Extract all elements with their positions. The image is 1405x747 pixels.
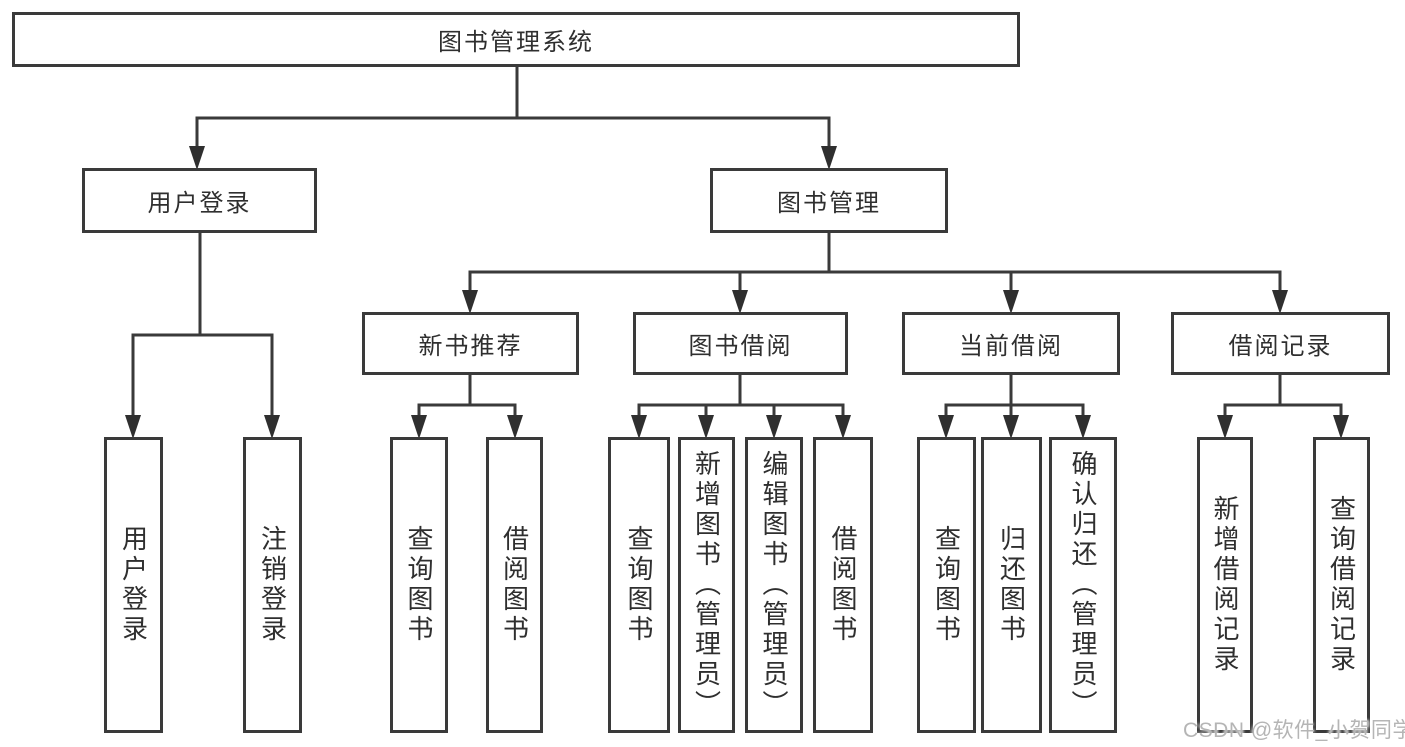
connector-current-branch (944, 403, 1085, 415)
arrowheads-leaves (411, 415, 1349, 439)
leaf-borrow-borrow-books: 借阅图书 (813, 437, 873, 733)
node-borrow-record: 借阅记录 (1171, 312, 1390, 375)
node-book-management: 图书管理 (710, 168, 948, 233)
leaf-current-query-books: 查询图书 (917, 437, 976, 733)
connector-book-management-branch (468, 270, 1282, 290)
connector-borrow-branch (637, 403, 845, 415)
arrowheads-level3 (462, 290, 1288, 314)
leaf-record-add-borrow-record: 新增借阅记录 (1197, 437, 1253, 733)
leaf-borrow-edit-books-admin: 编辑图书（管理员） (745, 437, 803, 733)
connector-record-branch (1223, 403, 1343, 415)
arrowheads-level2 (189, 146, 837, 170)
leaf-borrow-add-books-admin: 新增图书（管理员） (678, 437, 735, 733)
connector-root-branch (195, 116, 831, 146)
connector-user-login-branch (131, 333, 274, 415)
leaf-current-return-books: 归还图书 (981, 437, 1042, 733)
leaf-logout: 注销登录 (243, 437, 302, 733)
leaf-recommend-borrow-books: 借阅图书 (486, 437, 543, 733)
connector-recommend-branch (417, 403, 517, 415)
leaf-record-query-borrow-record: 查询借阅记录 (1313, 437, 1370, 733)
leaf-current-confirm-return-admin: 确认归还（管理员） (1049, 437, 1117, 733)
node-new-book-recommend: 新书推荐 (362, 312, 579, 375)
leaf-recommend-query-books: 查询图书 (390, 437, 448, 733)
node-current-borrow: 当前借阅 (902, 312, 1120, 375)
node-book-borrow: 图书借阅 (633, 312, 848, 375)
node-root: 图书管理系统 (12, 12, 1020, 67)
node-user-login: 用户登录 (82, 168, 317, 233)
arrowheads-user-login-leaves (125, 415, 280, 439)
leaf-borrow-query-books: 查询图书 (608, 437, 670, 733)
leaf-user-login: 用户登录 (104, 437, 163, 733)
watermark: CSDN @软件_小贺同学 (1183, 719, 1405, 742)
